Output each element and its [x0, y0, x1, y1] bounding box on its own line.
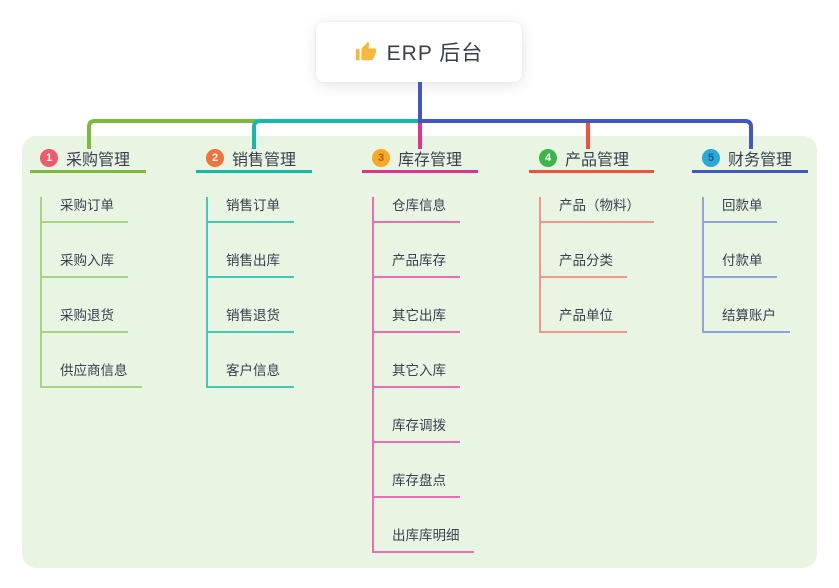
branch-inventory-children: 仓库信息 产品库存 其它出库 其它入库 库存调拨 库存盘点 出库库明细 [372, 197, 478, 553]
branch-product: 4 产品管理 产品（物料） 产品分类 产品单位 [529, 149, 654, 333]
branch-inventory-title[interactable]: 3 库存管理 [362, 149, 479, 173]
branch-sales-title[interactable]: 2 销售管理 [196, 149, 313, 173]
branch-title-label: 库存管理 [398, 152, 463, 169]
connector-branch1-rail [87, 119, 257, 149]
child-node[interactable]: 产品分类 [541, 252, 627, 278]
badge-4: 4 [539, 149, 557, 167]
connector-branch2-rail [252, 119, 420, 149]
badge-5: 5 [702, 149, 720, 167]
branch-sales: 2 销售管理 销售订单 销售出库 销售退货 客户信息 [196, 149, 313, 388]
branch-title-label: 产品管理 [565, 152, 630, 169]
child-node[interactable]: 产品单位 [541, 307, 627, 333]
branch-finance: 5 财务管理 回款单 付款单 结算账户 [692, 149, 809, 333]
child-node[interactable]: 产品（物料） [541, 197, 654, 223]
child-node[interactable]: 产品库存 [374, 252, 460, 278]
child-node[interactable]: 其它出库 [374, 307, 460, 333]
child-node[interactable]: 结算账户 [704, 307, 790, 333]
child-node[interactable]: 库存盘点 [374, 472, 460, 498]
child-node[interactable]: 采购退货 [42, 307, 128, 333]
branch-finance-title[interactable]: 5 财务管理 [692, 149, 809, 173]
child-node[interactable]: 库存调拨 [374, 417, 460, 443]
child-node[interactable]: 销售订单 [208, 197, 294, 223]
badge-2: 2 [206, 149, 224, 167]
branch-title-label: 销售管理 [232, 152, 297, 169]
branch-product-title[interactable]: 4 产品管理 [529, 149, 654, 173]
child-node[interactable]: 付款单 [704, 252, 777, 278]
branch-purchase-title[interactable]: 1 采购管理 [30, 149, 147, 173]
badge-3: 3 [372, 149, 390, 167]
child-node[interactable]: 销售出库 [208, 252, 294, 278]
thumbs-up-icon [355, 41, 376, 61]
child-node[interactable]: 供应商信息 [42, 362, 142, 388]
branch-sales-children: 销售订单 销售出库 销售退货 客户信息 [206, 197, 312, 388]
badge-1: 1 [40, 149, 58, 167]
branch-title-label: 采购管理 [66, 152, 131, 169]
branch-product-children: 产品（物料） 产品分类 产品单位 [539, 197, 654, 333]
child-node[interactable]: 客户信息 [208, 362, 294, 388]
child-node[interactable]: 采购订单 [42, 197, 128, 223]
branch-inventory: 3 库存管理 仓库信息 产品库存 其它出库 其它入库 库存调拨 库存盘点 出库库… [362, 149, 479, 553]
child-node[interactable]: 其它入库 [374, 362, 460, 388]
root-title: ERP 后台 [386, 42, 484, 65]
child-node[interactable]: 回款单 [704, 197, 777, 223]
connector-branch5-rail [420, 119, 753, 149]
child-node[interactable]: 采购入库 [42, 252, 128, 278]
child-node[interactable]: 仓库信息 [374, 197, 460, 223]
branch-purchase: 1 采购管理 采购订单 采购入库 采购退货 供应商信息 [30, 149, 147, 388]
branch-finance-children: 回款单 付款单 结算账户 [702, 197, 808, 333]
branch-title-label: 财务管理 [728, 152, 793, 169]
child-node[interactable]: 销售退货 [208, 307, 294, 333]
root-node[interactable]: ERP 后台 [316, 22, 522, 82]
child-node[interactable]: 出库库明细 [374, 527, 474, 553]
branch-purchase-children: 采购订单 采购入库 采购退货 供应商信息 [40, 197, 146, 388]
